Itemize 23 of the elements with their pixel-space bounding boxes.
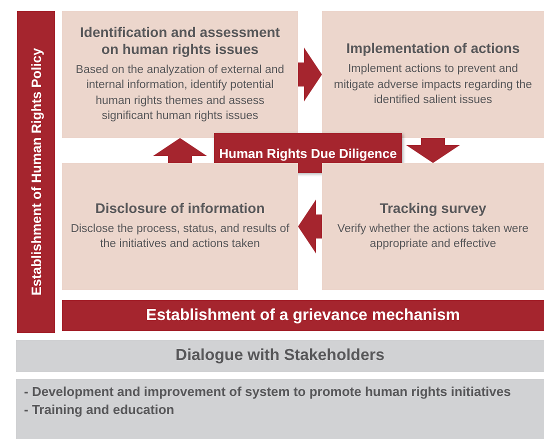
list-item: - Training and education	[24, 402, 176, 418]
box-description: Implement actions to prevent and mitigate adverse impacts regarding the identified salient issues	[332, 62, 534, 108]
box-heading: Implementation of actions	[345, 40, 521, 58]
box-heading: Disclosure of information	[94, 200, 266, 217]
block-arrow	[406, 138, 460, 163]
process-box	[62, 163, 298, 290]
process-box	[322, 11, 544, 138]
policy-bar	[17, 11, 55, 333]
list-item: - Development and improvement of system to promote human rights initiatives	[24, 384, 512, 400]
process-box	[62, 11, 298, 138]
block-arrow	[153, 138, 207, 163]
box-heading: Tracking survey	[378, 200, 488, 217]
block-arrow	[298, 200, 322, 254]
block-arrow	[298, 48, 322, 102]
box-heading: Identification and assessment on human rights issues	[79, 24, 281, 58]
dialogue-bar: Dialogue with Stakeholders	[16, 340, 544, 372]
box-description: Verify whether the actions taken were appropriate and effective	[336, 222, 530, 252]
box-description: Based on the analyzation of external and internal information, identify potential human rights themes and assess significant human rights issues	[74, 62, 286, 124]
grievance-bar: Establishment of a grievance mechanism	[62, 300, 544, 331]
initiatives-panel	[16, 379, 544, 439]
process-box	[322, 163, 544, 290]
policy-label: Establishment of Human Rights Policy	[28, 48, 44, 296]
box-description: Disclose the process, status, and results of the initiatives and actions taken	[70, 222, 290, 252]
